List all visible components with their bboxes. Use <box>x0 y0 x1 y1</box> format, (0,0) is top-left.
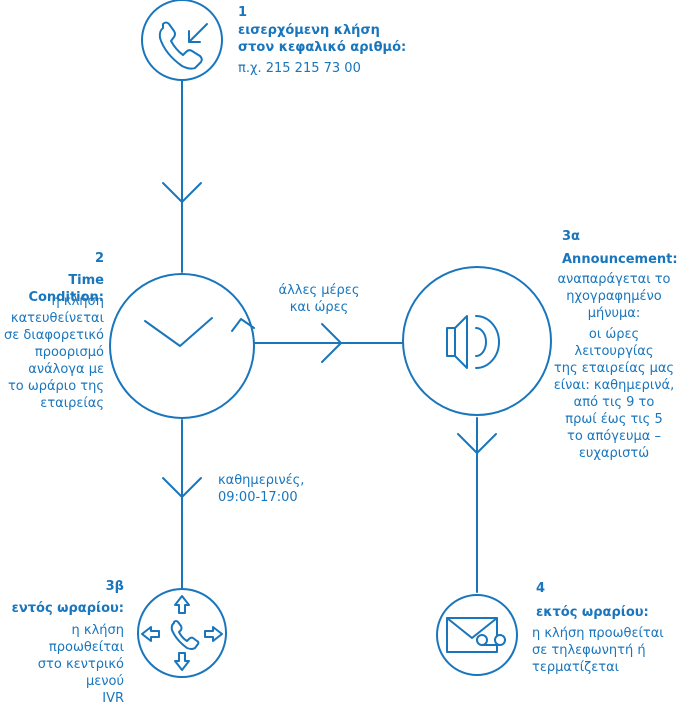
step-2-desc: η κλήση κατευθείνεται σε διαφορετικό προ… <box>4 294 104 411</box>
step-3b-desc: η κλήση προωθείται στο κεντρικό μενού IV… <box>37 623 124 706</box>
flow-diagram <box>109 0 552 678</box>
step-3a-message: οι ώρες λειτουργίας της εταιρείας μας εί… <box>553 327 675 461</box>
node-incoming-call <box>141 0 223 81</box>
edge-label-other-times: άλλες μέρες και ώρες <box>278 283 360 315</box>
time-loop-arrow <box>231 318 255 332</box>
step-2-title: Time Condition: <box>28 273 104 305</box>
step-3b-title: εντός ωραρίου: <box>11 601 124 616</box>
step-1-title-line1: εισερχόμενη κλήση <box>238 23 380 38</box>
step-3b-number: 3β <box>105 579 124 594</box>
step-3a-title: Announcement: <box>562 252 678 267</box>
arrow-left-outline-icon <box>141 626 160 642</box>
step-4-title: εκτός ωραρίου: <box>536 605 649 620</box>
arrow-up-outline-icon <box>174 595 190 614</box>
node-announcement <box>402 266 552 416</box>
node-time-condition <box>109 273 255 419</box>
step-1-title: εισερχόμενη κλήση στον κεφαλικό αριθμό: <box>238 22 406 56</box>
edge-label-weekdays: καθημερινές, 09:00-17:00 <box>218 473 305 505</box>
step-1-title-line2: στον κεφαλικό αριθμό: <box>238 40 407 55</box>
step-4-number: 4 <box>536 581 546 596</box>
step-2-number: 2 <box>94 251 104 266</box>
ivr-call-icon <box>141 595 223 671</box>
arrow-right-outline-icon <box>204 626 223 642</box>
step-4-desc: η κλήση προωθείται σε τηλεφωνητή ή τερμα… <box>532 626 664 675</box>
incoming-call-icon <box>158 21 208 70</box>
arrow-down-outline-icon <box>174 652 190 671</box>
arrow-down-3a-to-4 <box>457 433 497 454</box>
step-1-desc: π.χ. 215 215 73 00 <box>238 61 361 76</box>
speaker-icon <box>446 315 500 369</box>
step-1-number: 1 <box>238 5 248 20</box>
arrow-down-1-to-2 <box>162 182 202 203</box>
step-3a-number: 3α <box>562 229 580 244</box>
arrow-down-2-to-3b <box>162 477 202 498</box>
voicemail-icon <box>446 617 506 653</box>
node-inside-hours <box>137 588 227 678</box>
step-3a-desc: αναπαράγεται το ηχογραφημένο μήνυμα: <box>557 272 671 321</box>
clock-icon <box>144 317 213 347</box>
arrow-right-2-to-3a <box>321 323 342 363</box>
